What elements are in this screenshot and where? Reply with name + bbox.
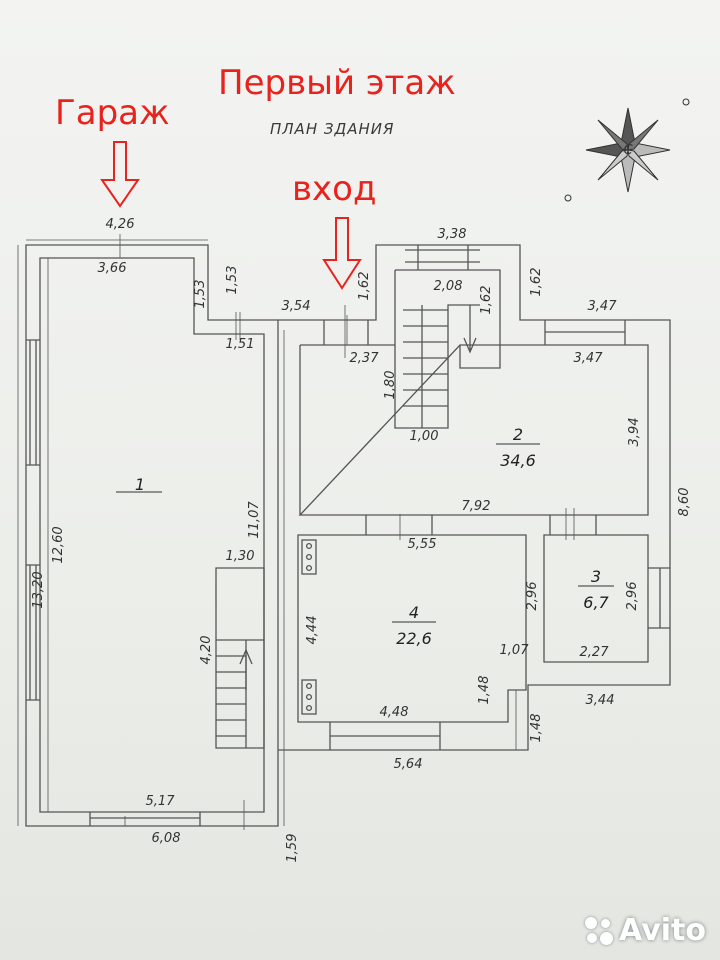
entrance-annotation: вход bbox=[292, 169, 377, 209]
compass-rose bbox=[564, 98, 690, 202]
room4-wall bbox=[297, 534, 527, 723]
dim-garage-right-inner: 11,07 bbox=[247, 501, 262, 539]
room2-wall bbox=[298, 344, 649, 516]
dim-room4-bottom-outer: 5,64 bbox=[394, 757, 423, 772]
entrance-arrow-icon bbox=[322, 217, 362, 290]
dim-stair-len: 1,80 bbox=[383, 371, 398, 400]
garage-arrow-icon bbox=[100, 141, 140, 208]
red-arrows bbox=[100, 141, 362, 290]
dim-room4-step-v-outer: 1,48 bbox=[529, 714, 544, 743]
dim-garage-bottom-outer: 6,08 bbox=[152, 831, 181, 846]
room-labels: 1 2 34,6 3 6,7 4 22,6 bbox=[116, 425, 614, 648]
dim-stair-right-v: 1,62 bbox=[529, 268, 544, 297]
dim-room4-step-v: 1,48 bbox=[477, 676, 492, 705]
compass-label: С bbox=[623, 143, 633, 158]
dim-entry-h: 2,37 bbox=[350, 351, 380, 366]
dim-notch-h: 1,51 bbox=[226, 337, 255, 352]
dim-room4-left: 4,44 bbox=[305, 616, 320, 645]
dim-garage-gap-v: 1,59 bbox=[285, 834, 300, 863]
dim-stair-inner-w: 2,08 bbox=[434, 279, 463, 294]
garage-inner-wall bbox=[39, 257, 265, 813]
dim-right-outer-height: 8,60 bbox=[677, 488, 692, 517]
dim-notch-v1: 1,53 bbox=[193, 280, 208, 309]
dim-stair-inner-v: 1,62 bbox=[479, 286, 494, 315]
dim-garage-left-outer: 13,20 bbox=[31, 571, 46, 608]
dim-stair-block-top: 3,38 bbox=[438, 227, 467, 242]
dim-room4-step-h: 1,07 bbox=[500, 643, 530, 658]
dim-room2-right-outer: 3,47 bbox=[588, 299, 618, 314]
watermark-text: Avito bbox=[619, 913, 706, 948]
dim-room2-height: 3,94 bbox=[627, 418, 642, 447]
dim-stair-step: 1,00 bbox=[410, 429, 439, 444]
dim-room4-right: 2,96 bbox=[525, 582, 540, 611]
dim-notch-v2: 1,53 bbox=[225, 266, 240, 295]
garage-stair bbox=[215, 567, 265, 749]
room1-number: 1 bbox=[135, 475, 145, 494]
dim-room3-outer: 3,44 bbox=[586, 693, 615, 708]
dim-room2-right-inner: 3,47 bbox=[574, 351, 604, 366]
room3-number: 3 bbox=[591, 567, 601, 586]
dim-room3-bottom: 2,27 bbox=[580, 645, 610, 660]
dim-entry-wall: 3,54 bbox=[282, 299, 311, 314]
room2-area: 34,6 bbox=[500, 451, 536, 470]
dim-room4-bottom-inner: 4,48 bbox=[380, 705, 409, 720]
dim-room2-width: 7,92 bbox=[462, 499, 491, 514]
dimension-labels: 4,26 3,66 13,20 12,60 11,07 1,30 4,20 5,… bbox=[31, 143, 692, 862]
room3-wall bbox=[543, 534, 649, 663]
floor-annotation: Первый этаж bbox=[218, 63, 456, 103]
room4-area: 22,6 bbox=[396, 629, 432, 648]
dim-room4-top: 5,55 bbox=[408, 537, 437, 552]
house-outer-wall bbox=[278, 244, 671, 751]
central-stair bbox=[395, 269, 501, 369]
garage-annotation: Гараж bbox=[55, 93, 170, 133]
dim-garage-stair-width: 1,30 bbox=[226, 549, 255, 564]
dim-garage-top-outer: 4,26 bbox=[106, 217, 135, 232]
room4-number: 4 bbox=[409, 603, 419, 622]
dim-entry-v: 1,62 bbox=[357, 272, 372, 301]
avito-logo-icon bbox=[583, 915, 615, 947]
room2-number: 2 bbox=[513, 425, 523, 444]
dim-garage-bottom-inner: 5,17 bbox=[146, 794, 176, 809]
dim-garage-top-inner: 3,66 bbox=[98, 261, 127, 276]
dim-garage-left-inner: 12,60 bbox=[51, 526, 66, 563]
avito-watermark: Avito bbox=[583, 913, 706, 948]
dim-room3-left: 2,96 bbox=[625, 582, 640, 611]
dim-garage-stair-len: 4,20 bbox=[199, 636, 214, 665]
room3-area: 6,7 bbox=[583, 593, 609, 612]
plan-title: ПЛАН ЗДАНИЯ bbox=[270, 120, 395, 138]
